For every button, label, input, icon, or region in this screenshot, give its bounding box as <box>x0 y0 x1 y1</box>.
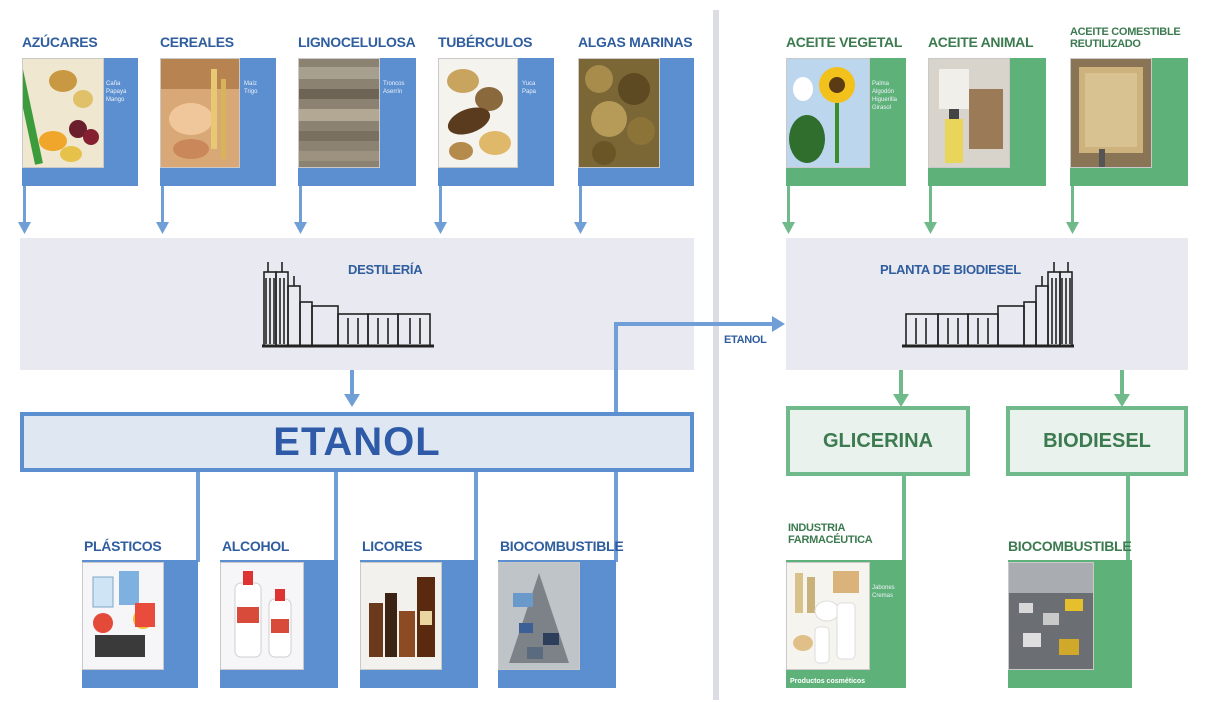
aceite-vegetal-items: Palma Algodón Higuerilla Girasol <box>872 80 897 112</box>
farmaceutica-items: Jabones Cremas <box>872 584 895 600</box>
biodiesel-plant-icon <box>902 262 1074 348</box>
left-input-arrowheads <box>18 222 587 234</box>
etanol-link-label: ETANOL <box>724 334 767 346</box>
tuberculos-items: Yuca Papa <box>522 80 536 96</box>
item-palma: Palma <box>872 81 890 87</box>
item-algodon: Algodón <box>872 89 895 95</box>
item-higuerilla: Higuerilla <box>872 97 898 103</box>
branch-farmaceutica <box>902 476 906 562</box>
output-label-plasticos: PLÁSTICOS <box>84 538 162 554</box>
item-jabones: Jabones <box>872 585 895 591</box>
input-label-tuberculos: TUBÉRCULOS <box>438 34 533 50</box>
arrowhead-glicerina <box>893 394 909 407</box>
input-label-aceite-animal: ACEITE ANIMAL <box>928 34 1034 50</box>
cereal-photo <box>160 58 240 168</box>
stream-planta-biodiesel <box>1120 370 1124 396</box>
planta-band <box>786 238 1188 370</box>
stream-algas <box>579 186 582 226</box>
input-label-cereales: CEREALES <box>160 34 234 50</box>
item-cana: Caña <box>106 81 121 87</box>
item-aserrin: Aserrín <box>383 89 403 95</box>
arrowhead-biodiesel <box>1114 394 1130 407</box>
traffic-photo <box>1008 562 1094 670</box>
branch-biocombustible-right <box>1126 476 1130 562</box>
etanol-link-vertical <box>614 322 618 412</box>
panel-divider <box>713 10 719 700</box>
tuber-photo <box>438 58 518 168</box>
planta-label: PLANTA DE BIODIESEL <box>880 262 1021 277</box>
item-trigo: Trigo <box>244 89 258 95</box>
output-label-licores: LICORES <box>362 538 423 554</box>
arrowhead-etanol <box>344 394 360 407</box>
pharma-photo <box>786 562 870 670</box>
biofuel-photo <box>498 562 580 670</box>
biodiesel-box: BIODIESEL <box>1006 406 1188 476</box>
animal-oil-photo <box>928 58 1010 168</box>
cereales-items: Maíz Trigo <box>244 80 257 96</box>
stream-aceite-vegetal <box>787 186 790 226</box>
stream-planta-glicerina <box>899 370 903 396</box>
plastics-photo <box>82 562 164 670</box>
item-papa: Papa <box>522 89 537 95</box>
item-maiz: Maíz <box>244 81 258 87</box>
stream-aceite-comestible <box>1071 186 1074 226</box>
input-label-aceite-comestible: ACEITE COMESTIBLE REUTILIZADO <box>1070 26 1181 50</box>
algae-photo <box>578 58 660 168</box>
lignocellulose-photo <box>298 58 380 168</box>
etanol-box: ETANOL <box>20 412 694 472</box>
output-label-biocombustible: BIOCOMBUSTIBLE <box>500 538 624 554</box>
vegetable-oil-photo <box>786 58 870 168</box>
stream-tuberculos <box>439 186 442 226</box>
caption-productos-cosmeticos: Productos cosméticos <box>790 678 866 685</box>
reused-oil-photo <box>1070 58 1152 168</box>
branch-plasticos <box>196 472 200 562</box>
alcohol-photo <box>220 562 304 670</box>
arrowhead-etanol-link <box>772 316 785 332</box>
azucares-items: Caña Papaya Mango <box>106 80 126 104</box>
item-mango: Mango <box>106 97 125 103</box>
output-label-alcohol: ALCOHOL <box>222 538 290 554</box>
stream-cereales <box>161 186 164 226</box>
destileria-label: DESTILERÍA <box>348 262 423 277</box>
stream-aceite-animal <box>929 186 932 226</box>
item-troncos: Troncos <box>383 81 405 87</box>
stream-destileria-etanol <box>350 370 354 396</box>
etanol-link-horizontal <box>614 322 774 326</box>
branch-licores <box>474 472 478 562</box>
item-girasol: Girasol <box>872 105 892 111</box>
item-yuca: Yuca <box>522 81 536 87</box>
branch-alcohol <box>334 472 338 562</box>
item-cremas: Cremas <box>872 593 894 599</box>
glicerina-box: GLICERINA <box>786 406 970 476</box>
output-label-biocombustible-right: BIOCOMBUSTIBLE <box>1008 538 1132 554</box>
destileria-band <box>20 238 694 370</box>
item-papaya: Papaya <box>106 89 127 95</box>
sugar-photo <box>22 58 104 168</box>
input-label-azucares: AZÚCARES <box>22 34 98 50</box>
output-label-farmaceutica: INDUSTRIA FARMACÉUTICA <box>788 522 873 546</box>
stream-azucares <box>23 186 26 226</box>
etanol-title: ETANOL <box>273 419 441 464</box>
input-label-lignocelulosa: LIGNOCELULOSA <box>298 34 416 50</box>
lignocelulosa-items: Troncos Aserrín <box>383 80 404 96</box>
liquor-photo <box>360 562 442 670</box>
distillery-icon <box>262 262 434 348</box>
right-input-arrowheads <box>782 222 1079 234</box>
stream-lignocelulosa <box>299 186 302 226</box>
input-label-algas: ALGAS MARINAS <box>578 34 693 50</box>
input-label-aceite-vegetal: ACEITE VEGETAL <box>786 34 903 50</box>
branch-biocombustible <box>614 472 618 562</box>
